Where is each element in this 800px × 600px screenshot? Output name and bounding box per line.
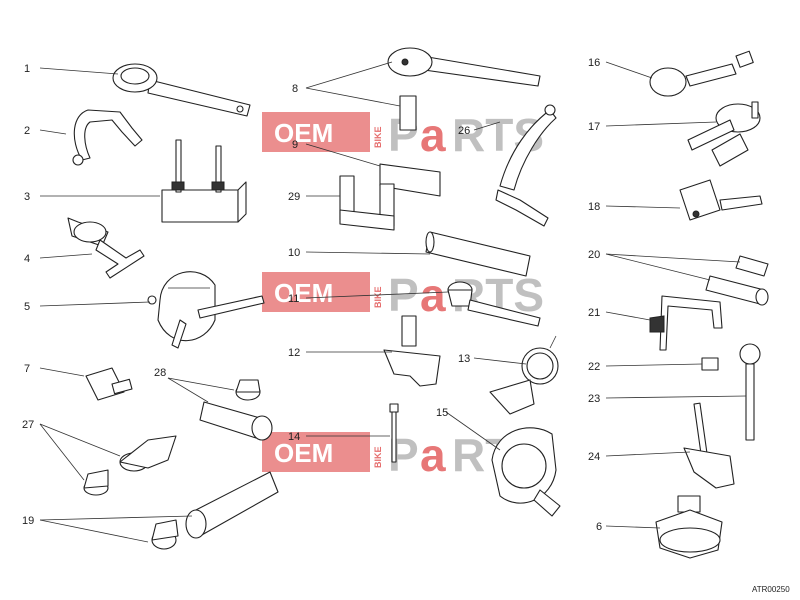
part-9-flat-plate bbox=[379, 163, 441, 197]
part-13-dial-gauge bbox=[489, 335, 559, 415]
callout-28: 28 bbox=[154, 367, 166, 379]
part-29-gauge-block bbox=[339, 175, 395, 231]
part-21-angle-bracket bbox=[649, 295, 723, 351]
callout-24: 24 bbox=[588, 451, 600, 463]
callout-9: 9 bbox=[292, 139, 298, 151]
part-18-cross-puller bbox=[679, 179, 763, 221]
callout-13: 13 bbox=[458, 353, 470, 365]
part-11-socket-handle bbox=[447, 281, 541, 327]
callout-29: 29 bbox=[288, 191, 300, 203]
part-24-clamp bbox=[683, 402, 735, 489]
svg-text:BIKE: BIKE bbox=[373, 446, 383, 468]
callout-19: 19 bbox=[22, 515, 34, 527]
watermark-oem-text: OEM bbox=[274, 118, 333, 148]
callout-10: 10 bbox=[288, 247, 300, 259]
callout-15: 15 bbox=[436, 407, 448, 419]
callout-14: 14 bbox=[288, 431, 300, 443]
callout-8: 8 bbox=[292, 83, 298, 95]
callout-1: 1 bbox=[24, 63, 30, 75]
callout-17: 17 bbox=[588, 121, 600, 133]
reference-code: ATR00250 bbox=[752, 585, 790, 594]
part-26-support-bracket bbox=[495, 104, 557, 227]
callout-2: 2 bbox=[24, 125, 30, 137]
part-27-sleeve-set bbox=[83, 435, 177, 496]
svg-text:a: a bbox=[420, 429, 446, 481]
part-7-knurled-pin bbox=[85, 367, 133, 401]
watermark-top: OEM BIKE P a RTS bbox=[262, 109, 544, 161]
callout-labels: 1 2 3 4 5 7 27 19 28 8 9 29 10 11 12 14 … bbox=[22, 57, 602, 533]
part-15-ring-wrench bbox=[491, 427, 561, 517]
callout-22: 22 bbox=[588, 361, 600, 373]
callout-12: 12 bbox=[288, 347, 300, 359]
callout-23: 23 bbox=[588, 393, 600, 405]
watermark-bike-text: BIKE bbox=[373, 126, 383, 148]
callout-18: 18 bbox=[588, 201, 600, 213]
svg-text:a: a bbox=[420, 269, 446, 321]
part-10-knurled-rod bbox=[425, 231, 531, 277]
part-20-sleeve-cap bbox=[705, 255, 769, 306]
part-3-stud-bracket bbox=[161, 139, 247, 223]
part-14-pin bbox=[389, 403, 399, 463]
svg-text:BIKE: BIKE bbox=[373, 286, 383, 308]
part-12-puller bbox=[383, 315, 441, 387]
callout-4: 4 bbox=[24, 253, 30, 265]
callout-20: 20 bbox=[588, 249, 600, 261]
part-6-base bbox=[655, 495, 723, 559]
watermark-middle: OEM BIKE P a RTS bbox=[262, 269, 544, 321]
callout-26: 26 bbox=[458, 125, 470, 137]
svg-text:OEM: OEM bbox=[274, 278, 333, 308]
callout-7: 7 bbox=[24, 363, 30, 375]
callout-5: 5 bbox=[24, 301, 30, 313]
part-28-bushing-pair bbox=[199, 379, 273, 441]
part-4-tee-handle bbox=[67, 217, 145, 279]
part-19-knurled-handle bbox=[151, 471, 279, 550]
callout-21: 21 bbox=[588, 307, 600, 319]
part-1-ring-spanner bbox=[112, 63, 251, 117]
part-22-nut bbox=[701, 357, 719, 371]
part-2-hook-tool bbox=[72, 109, 143, 166]
part-17-gear-puller bbox=[687, 101, 761, 167]
callout-27: 27 bbox=[22, 419, 34, 431]
watermark-a-text: a bbox=[420, 109, 446, 161]
leader-lines bbox=[39, 61, 747, 543]
callout-16: 16 bbox=[588, 57, 600, 69]
callout-3: 3 bbox=[24, 191, 30, 203]
part-8-flywheel-holder bbox=[387, 47, 541, 131]
part-16-strap-wrench bbox=[649, 50, 754, 97]
svg-text:P: P bbox=[388, 269, 419, 321]
part-5-degree-wheel bbox=[147, 271, 265, 349]
part-23-dial-indicator bbox=[739, 343, 761, 441]
svg-text:OEM: OEM bbox=[274, 438, 333, 468]
callout-11: 11 bbox=[288, 293, 299, 305]
callout-6: 6 bbox=[596, 521, 602, 533]
